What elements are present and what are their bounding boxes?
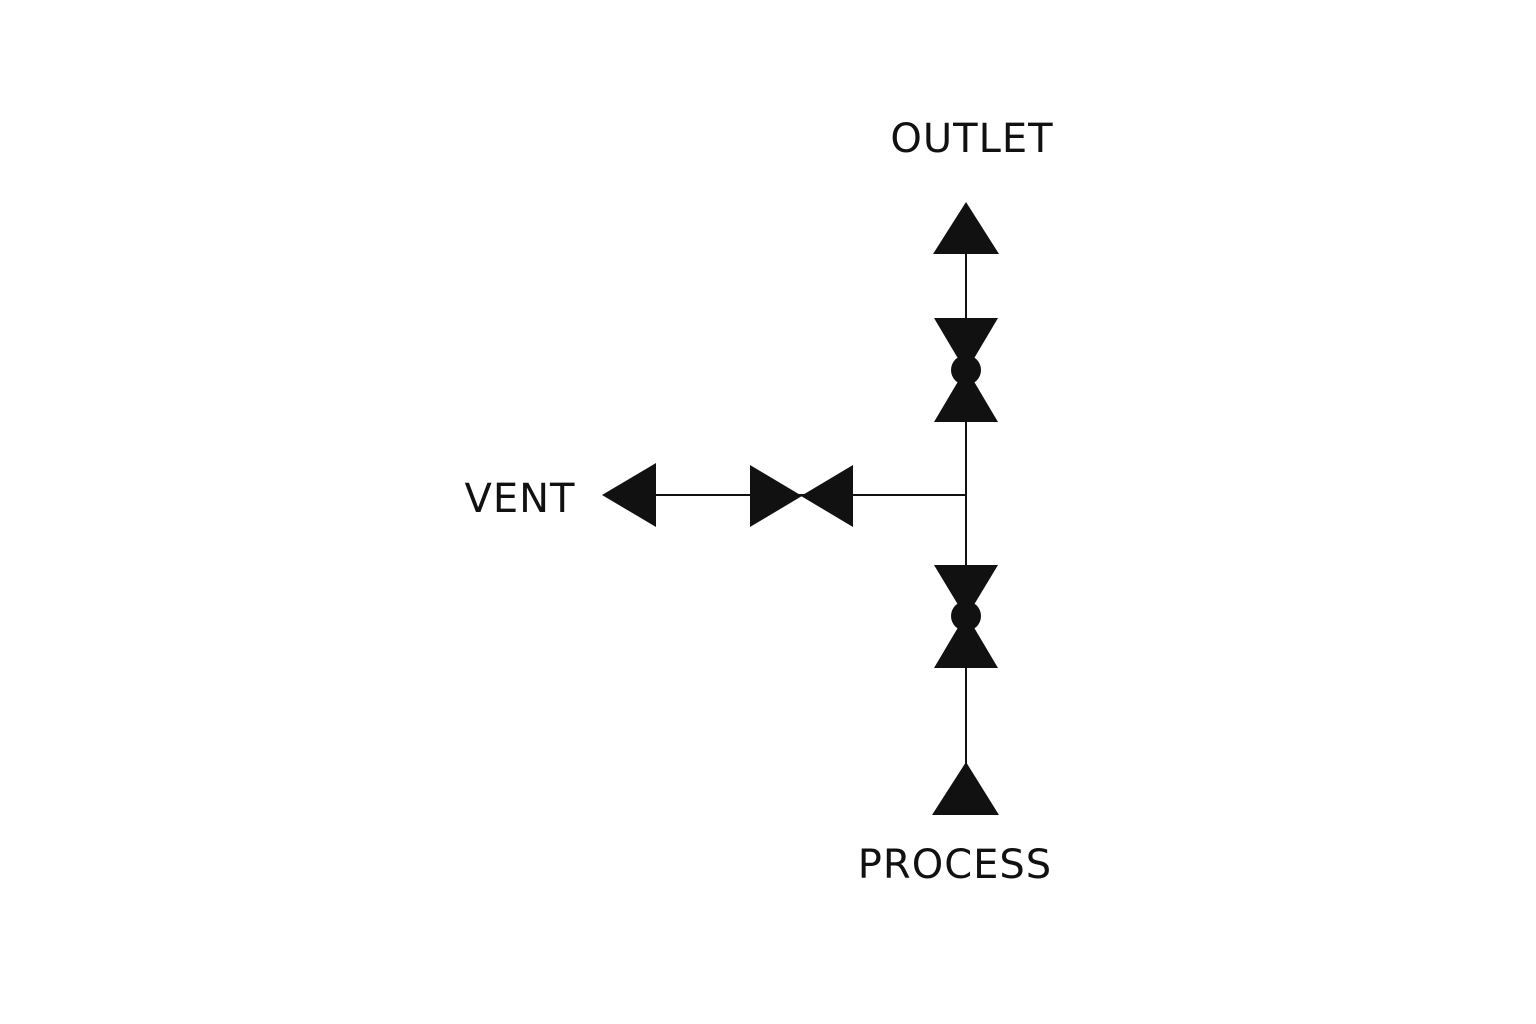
vent-label: VENT: [465, 476, 576, 522]
process-arrow-icon: [932, 762, 999, 815]
vent-arrow-icon: [602, 463, 656, 527]
vent-valve-icon: [750, 465, 853, 527]
outlet-arrow-icon: [933, 202, 999, 254]
outlet-label: OUTLET: [890, 116, 1053, 162]
process-valve-icon: [934, 565, 998, 668]
process-label: PROCESS: [858, 842, 1052, 888]
outlet-valve-icon: [934, 318, 998, 422]
